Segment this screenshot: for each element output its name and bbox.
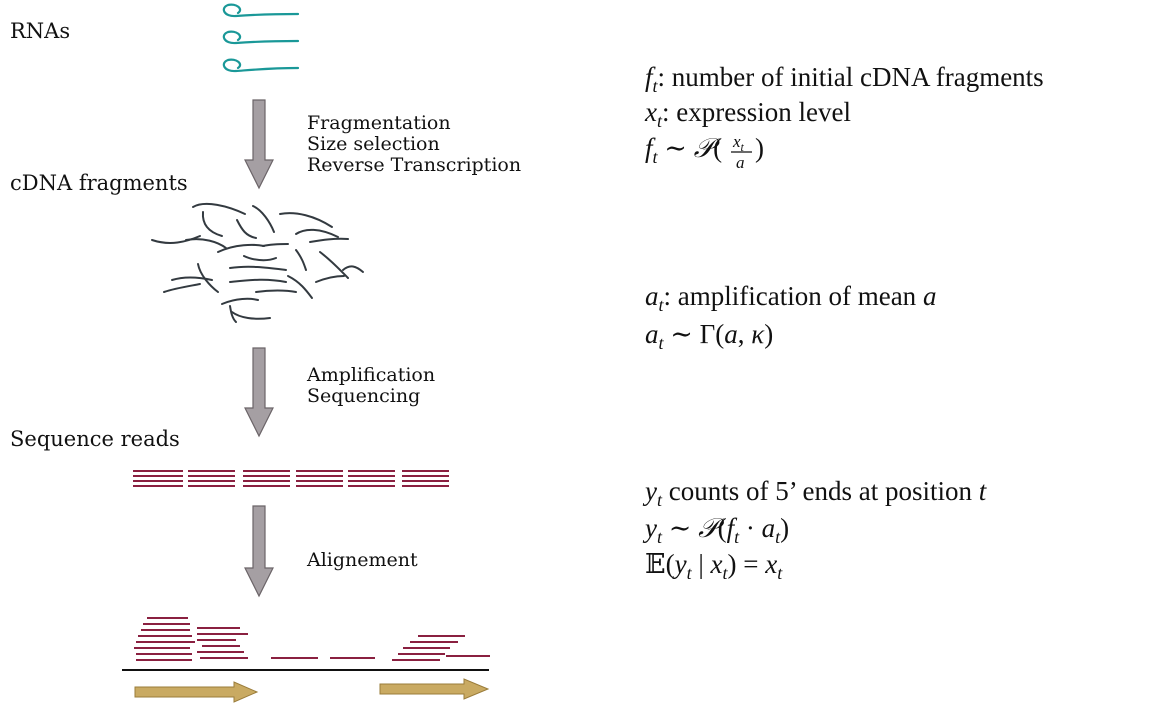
rna-molecules: [222, 3, 300, 73]
step-size-selection: Size selection: [307, 133, 440, 155]
eq-close-paren: ): [755, 133, 764, 163]
equation-block-counts: yt counts of 5’ ends at position t yt ∼ …: [642, 476, 988, 583]
equation-block-fragments: ft: number of initial cDNA fragments xt:…: [644, 62, 1044, 172]
eq-f-distribution: ft ∼ 𝒫(: [645, 133, 722, 167]
eq-expectation: 𝔼(yt | xt) = xt: [645, 549, 783, 583]
eq-y-distribution: yt ∼ 𝒫(ft · at): [642, 513, 789, 547]
equation-block-amplification: at: amplification of mean a at ∼ Γ(a, κ): [645, 281, 936, 353]
step-reverse-transcription: Reverse Transcription: [307, 154, 521, 176]
step-sequencing: Sequencing: [307, 385, 420, 407]
eq-f-definition: ft: number of initial cDNA fragments: [645, 62, 1044, 96]
step-arrow-3: [244, 505, 274, 598]
sequence-reads: [133, 470, 449, 487]
step-arrow-1: [244, 99, 274, 190]
gene-arrow-left: [134, 681, 259, 703]
label-sequence-reads: Sequence reads: [10, 427, 180, 451]
step-arrow-2: [244, 347, 274, 438]
aligned-reads: [134, 617, 490, 661]
label-cdna-fragments: cDNA fragments: [10, 171, 188, 195]
rna-strand: [222, 58, 300, 73]
eq-fraction-numerator: xt: [732, 132, 745, 154]
eq-fraction-denominator: a: [736, 153, 745, 172]
eq-a-definition: at: amplification of mean a: [645, 281, 936, 315]
label-rnas: RNAs: [10, 19, 70, 43]
eq-y-definition: yt counts of 5’ ends at position t: [642, 476, 988, 510]
step-amplification: Amplification: [306, 364, 435, 386]
step-fragmentation: Fragmentation: [307, 112, 451, 134]
rna-strand: [222, 3, 300, 18]
eq-a-distribution: at ∼ Γ(a, κ): [645, 319, 773, 353]
rna-strand: [222, 30, 300, 45]
eq-x-definition: xt: expression level: [644, 97, 851, 131]
cdna-fragment-cloud: [151, 203, 364, 323]
gene-arrow-right: [379, 678, 490, 700]
step-alignement: Alignement: [306, 549, 418, 571]
